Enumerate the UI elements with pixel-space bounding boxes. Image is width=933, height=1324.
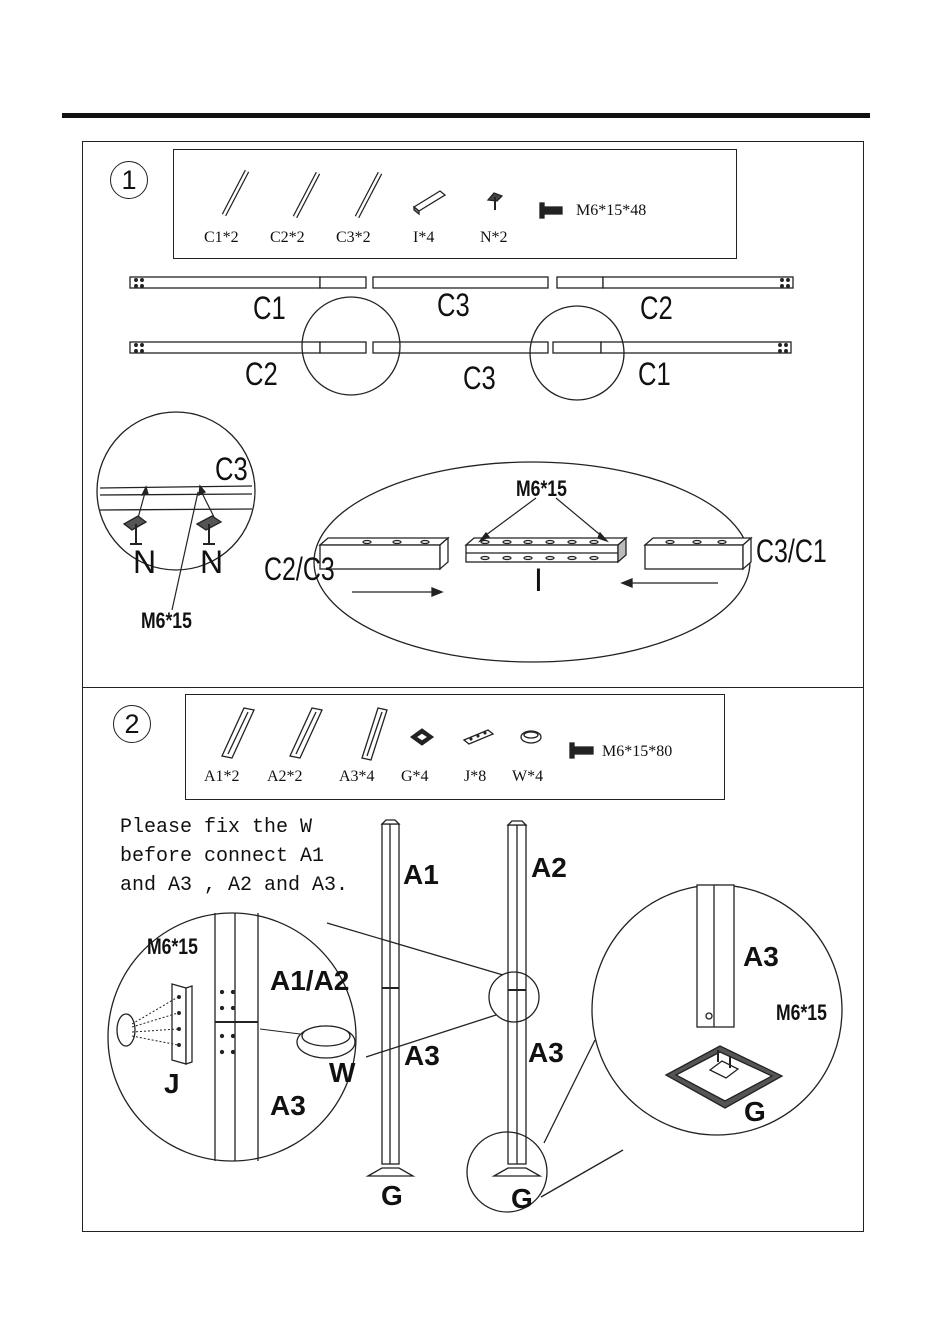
detail2-plate-label: J	[164, 1068, 180, 1100]
screw-icon-2	[570, 743, 593, 758]
post-right-top-label: A2	[531, 852, 567, 884]
plate-j-icon	[464, 730, 493, 744]
detail2-screw-label: M6*15	[147, 934, 198, 960]
post-a3-icon	[362, 708, 387, 760]
part-label-a2: A2*2	[267, 768, 303, 786]
plate-j-detail	[117, 984, 192, 1064]
post-left-bottom-label: A3	[404, 1040, 440, 1072]
post-a2-icon	[290, 708, 322, 758]
part-label-w: W*4	[512, 768, 543, 786]
detail2-lower-label: A3	[270, 1090, 306, 1122]
detail2-upper-label: A1/A2	[270, 965, 349, 997]
part-label-a1: A1*2	[204, 768, 240, 786]
assembly-note-line-1: Please fix the W	[120, 813, 312, 842]
detail2-ring-label: W	[329, 1057, 355, 1089]
part-label-g: G*4	[401, 768, 429, 786]
ring-w-icon	[521, 731, 541, 743]
post-right-bottom-label: A3	[528, 1037, 564, 1069]
assembly-note-line-2: before connect A1	[120, 842, 324, 871]
post-a1-icon	[222, 708, 254, 758]
post-left-base-label: G	[381, 1180, 403, 1212]
detail3-base-label: G	[744, 1096, 766, 1128]
assembly-note-line-3: and A3 , A2 and A3.	[120, 871, 348, 900]
part-label-a3: A3*4	[339, 768, 375, 786]
post-right-base-label: G	[511, 1183, 533, 1215]
detail3-post-label: A3	[743, 941, 779, 973]
post-left-top-label: A1	[403, 859, 439, 891]
base-g-icon	[411, 729, 433, 745]
detail3-screw-label: M6*15	[776, 1000, 827, 1026]
ring-w-detail	[260, 1026, 355, 1058]
part-label-j: J*8	[464, 768, 486, 786]
screw-label-2: M6*15*80	[602, 743, 672, 761]
